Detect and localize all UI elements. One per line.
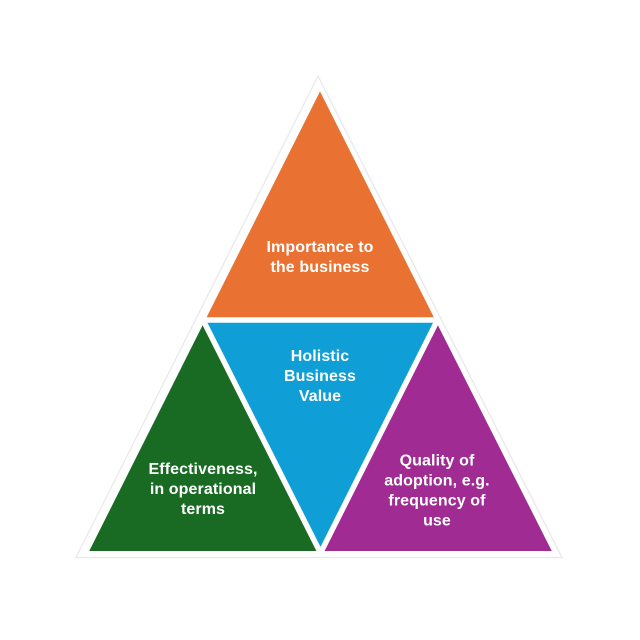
bottom-left-triangle (86, 320, 321, 553)
outer-white-rim (82, 82, 559, 555)
separator-line-left (200, 318, 323, 555)
separator-line-right (318, 318, 440, 555)
center-triangle (203, 320, 438, 553)
top-triangle (203, 87, 438, 320)
outer-outline-triangle (74, 74, 564, 559)
bottom-right-triangle (320, 320, 555, 553)
